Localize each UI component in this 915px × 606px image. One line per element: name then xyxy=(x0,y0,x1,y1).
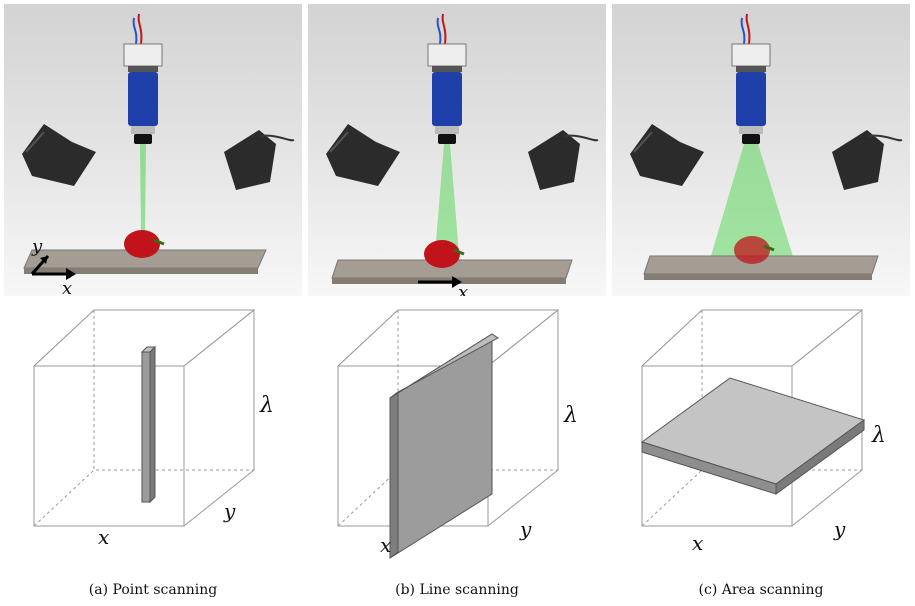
lamp-icon xyxy=(528,130,599,190)
cube-label-y: y xyxy=(223,499,236,523)
cube-label-x: x xyxy=(692,531,703,555)
caption-point-scanning: (a) Point scanning xyxy=(88,582,218,598)
strawberry-icon xyxy=(124,230,165,258)
cube-label-lambda: λ xyxy=(563,403,578,428)
panel-b-cube: λ x y xyxy=(308,300,606,570)
line-scan-slice xyxy=(389,333,499,559)
lamp-icon xyxy=(326,124,400,186)
panel-a-scene: y x xyxy=(4,4,302,296)
scene-axis-y: y xyxy=(31,236,43,257)
light-beam xyxy=(708,144,796,266)
cube-label-x: x xyxy=(380,533,391,557)
lamp-icon xyxy=(22,124,96,186)
camera-icon xyxy=(123,13,163,144)
lamp-icon xyxy=(224,130,295,190)
panel-c-scene xyxy=(612,4,910,296)
cube-label-y: y xyxy=(833,517,846,541)
panel-c-cube: λ x y xyxy=(612,300,910,570)
cube-label-lambda: λ xyxy=(871,423,886,448)
lamp-icon xyxy=(630,124,704,186)
cube-label-y: y xyxy=(519,517,532,541)
scene-axis-x: x xyxy=(62,278,72,296)
axis-arrow-icon xyxy=(418,276,462,288)
scene-axis-x: x xyxy=(458,282,468,296)
cube-label-x: x xyxy=(98,525,109,549)
camera-icon xyxy=(427,13,467,144)
caption-area-scanning: (c) Area scanning xyxy=(698,582,824,598)
axis-arrow-icon xyxy=(30,255,76,280)
strawberry-icon xyxy=(734,236,775,264)
cube-label-lambda: λ xyxy=(259,393,274,418)
panel-a-cube: λ x y xyxy=(4,300,302,570)
lamp-icon xyxy=(832,130,903,190)
light-beam xyxy=(140,144,146,232)
camera-icon xyxy=(731,13,771,144)
light-beam xyxy=(434,144,460,266)
point-scan-bar xyxy=(140,345,157,504)
panel-b-scene: x xyxy=(308,4,606,296)
area-scan-slice xyxy=(640,377,866,495)
strawberry-icon xyxy=(424,240,465,268)
caption-line-scanning: (b) Line scanning xyxy=(395,582,519,598)
